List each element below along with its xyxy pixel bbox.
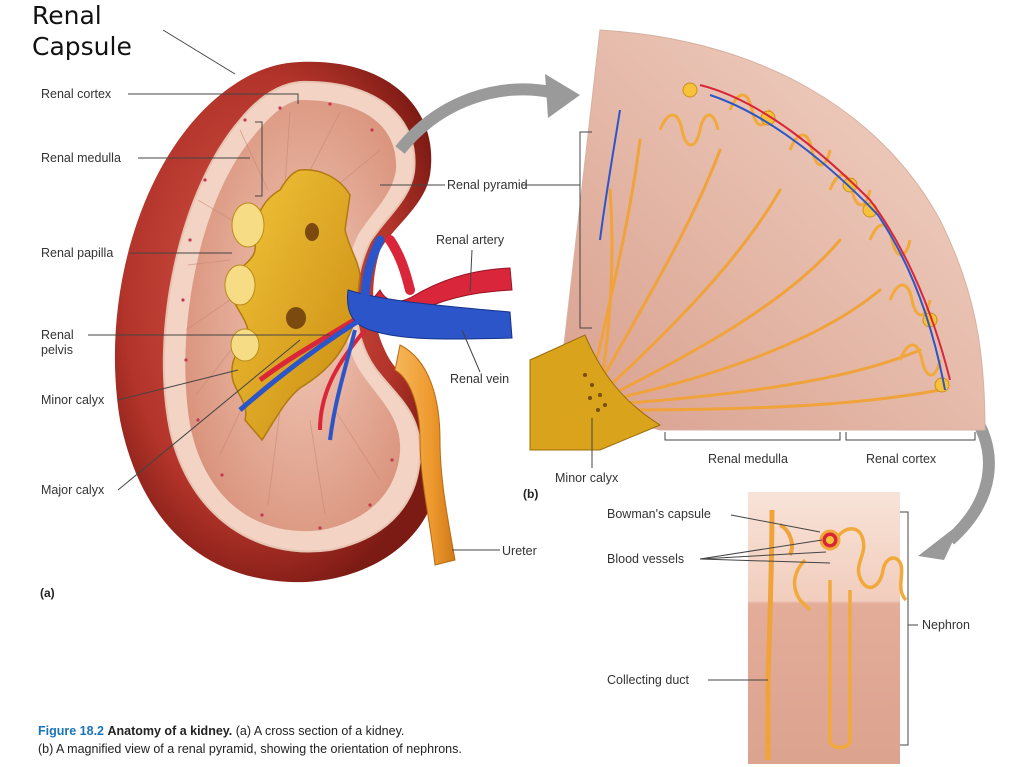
label-blood-vessels: Blood vessels [607, 552, 685, 566]
artery-branch-3 [318, 328, 367, 431]
arrow-to-pyramid [395, 83, 552, 154]
caption-line-1: Figure 18.2 Anatomy of a kidney. (a) A c… [38, 722, 462, 740]
label-ureter: Ureter [502, 544, 537, 558]
pyramid-vessels [599, 84, 951, 391]
label-renal-cortex-b: Renal cortex [866, 452, 937, 466]
renal-capsule-title: Renal Capsule [32, 0, 132, 63]
label-nephron: Nephron [922, 618, 970, 632]
caption-part-a: (a) A cross section of a kidney. [235, 724, 405, 738]
ureter [394, 344, 456, 566]
panel-label-a: (a) [40, 586, 55, 600]
kidney-cross-section [114, 61, 513, 583]
label-renal-pyramid: Renal pyramid [447, 178, 528, 192]
label-renal-pelvis-2: pelvis [41, 343, 73, 357]
arrow-head-2 [918, 522, 962, 560]
leader-lines-a [88, 29, 500, 551]
leader-lines-b [522, 131, 976, 468]
collecting-ducts [588, 138, 942, 412]
arrow-head-1 [545, 74, 580, 118]
papilla-pores [583, 373, 607, 412]
label-collecting-duct: Collecting duct [607, 673, 689, 687]
caption-part-b: (b) A magnified view of a renal pyramid,… [38, 742, 462, 757]
caption-figure-number: Figure 18.2 [38, 724, 104, 738]
panel-label-b: (b) [523, 487, 539, 501]
vein-branch-3 [328, 329, 357, 441]
pelvis-opening [305, 223, 319, 241]
title-line-2: Capsule [32, 32, 132, 62]
collecting-duct [765, 509, 775, 760]
label-minor-calyx-b: Minor calyx [555, 471, 619, 485]
minor-calyx-b [529, 334, 662, 451]
renal-pyramid-magnified [529, 29, 986, 451]
nephron-tubule [792, 527, 908, 750]
label-minor-calyx: Minor calyx [41, 393, 105, 407]
duct-branch [778, 523, 794, 556]
label-major-calyx: Major calyx [41, 483, 105, 497]
nephron-detail [748, 492, 908, 764]
glomerulus-core [826, 536, 834, 544]
minor-calyces [224, 202, 265, 362]
label-renal-vein: Renal vein [450, 372, 510, 386]
artery-branch [385, 235, 415, 295]
label-bowmans-capsule: Bowman's capsule [607, 507, 711, 521]
cortex-dots [181, 102, 394, 530]
renal-vein [346, 289, 513, 340]
label-renal-medulla-b: Renal medulla [708, 452, 788, 466]
vein-branch [360, 235, 385, 305]
vein-branch-2 [238, 317, 362, 412]
leader-lines-c [699, 511, 918, 746]
title-line-1: Renal [32, 1, 102, 30]
label-renal-papilla: Renal papilla [41, 246, 114, 260]
caption-title: Anatomy of a kidney. [107, 724, 233, 738]
figure-caption: Figure 18.2 Anatomy of a kidney. (a) A c… [38, 722, 462, 758]
label-renal-artery: Renal artery [436, 233, 505, 247]
label-renal-cortex: Renal cortex [41, 87, 112, 101]
label-renal-pelvis-1: Renal [41, 328, 74, 342]
label-renal-medulla: Renal medulla [41, 151, 121, 165]
pelvis-opening-2 [286, 307, 306, 329]
